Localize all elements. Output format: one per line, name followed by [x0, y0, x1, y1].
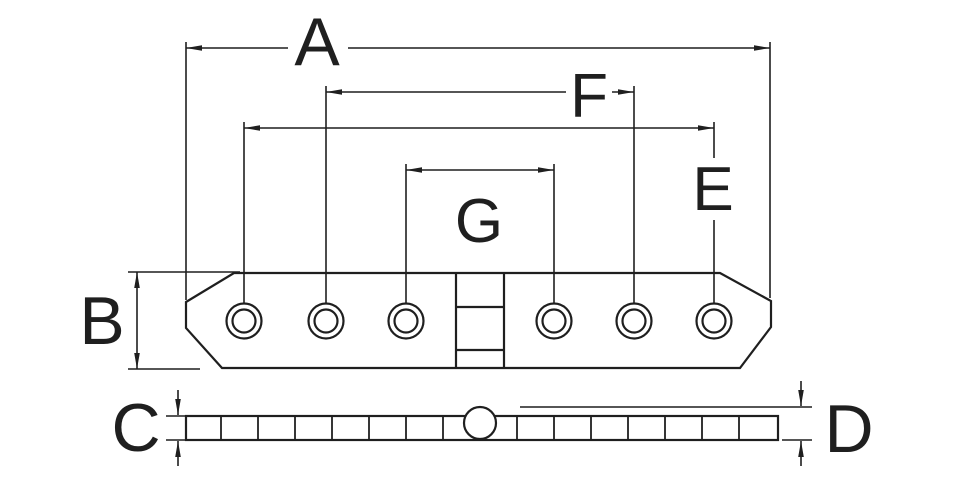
screw-hole-outer — [535, 302, 573, 340]
side-view-segment-lines — [220, 416, 740, 440]
screw-hole-4 — [535, 302, 573, 340]
dimension-a: A — [185, 4, 771, 300]
screw-hole-inner — [621, 308, 647, 334]
dim-label-a: A — [294, 4, 340, 80]
screw-hole-1 — [225, 302, 263, 340]
dim-label-b: B — [79, 283, 124, 359]
pin-knuckle-circle — [462, 405, 498, 441]
dimension-g: G — [405, 164, 555, 303]
screw-hole-2 — [307, 302, 345, 340]
dim-label-c: C — [111, 390, 160, 466]
screw-hole-inner — [701, 308, 727, 334]
dimension-f: F — [325, 62, 635, 303]
dimension-b: B — [79, 271, 240, 370]
screw-hole-inner — [541, 308, 567, 334]
screw-hole-outer — [695, 302, 733, 340]
dimension-d: D — [520, 381, 874, 467]
hinge-knuckle — [454, 273, 506, 368]
hinge-side-view — [184, 405, 780, 442]
screw-hole-inner — [313, 308, 339, 334]
hinge-top-view — [184, 271, 773, 370]
dim-label-d: D — [824, 391, 873, 467]
screw-hole-outer — [225, 302, 263, 340]
screw-hole-outer — [307, 302, 345, 340]
screw-hole-inner — [231, 308, 257, 334]
screw-hole-inner — [393, 308, 419, 334]
dim-label-f: F — [570, 62, 608, 131]
screw-hole-3 — [387, 302, 425, 340]
dim-label-g: G — [455, 187, 503, 256]
screw-hole-outer — [615, 302, 653, 340]
dim-label-e: E — [692, 155, 733, 224]
screw-hole-5 — [615, 302, 653, 340]
dimension-c: C — [111, 390, 186, 466]
hinge-outline — [184, 271, 773, 370]
screw-hole-6 — [695, 302, 733, 340]
screw-hole-outer — [387, 302, 425, 340]
